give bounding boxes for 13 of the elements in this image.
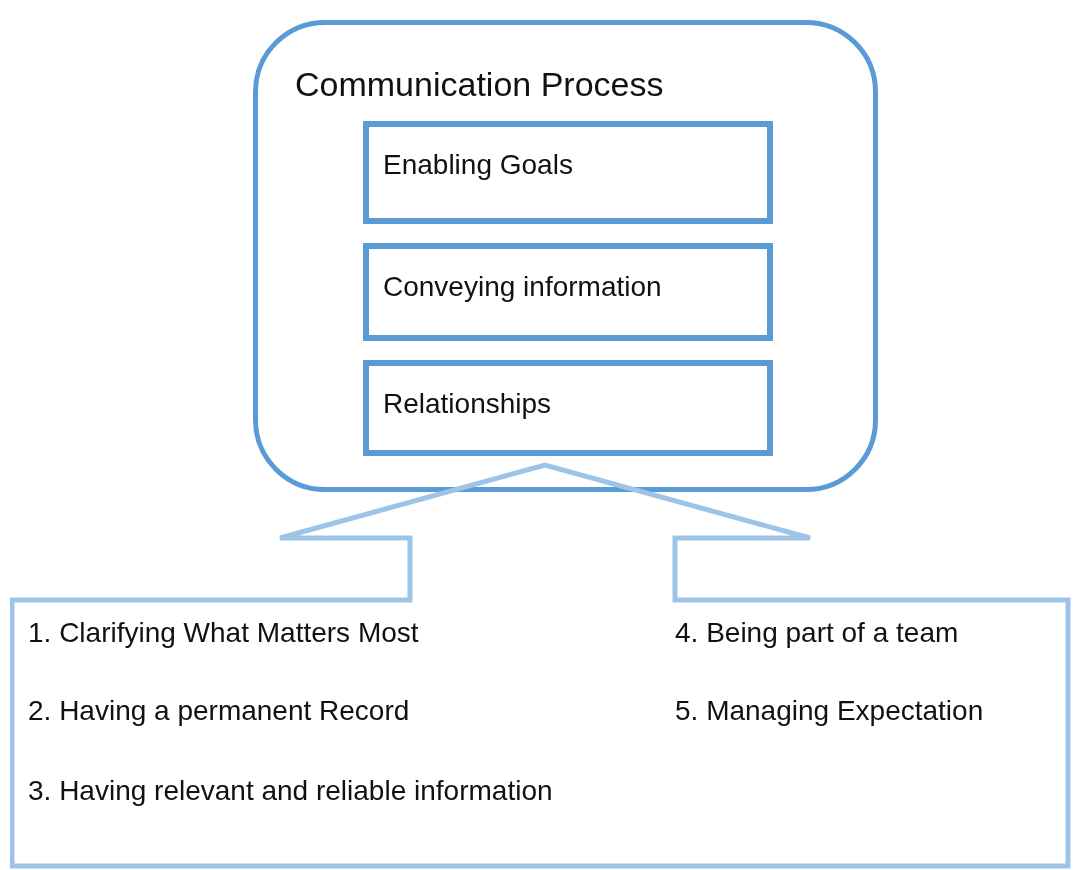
container-title: Communication Process (295, 65, 664, 104)
list-item: 5. Managing Expectation (675, 695, 984, 727)
box-label: Relationships (383, 388, 552, 420)
list-item: 3. Having relevant and reliable information (28, 775, 553, 807)
box-label: Conveying information (383, 271, 662, 303)
list-item: 4. Being part of a team (675, 617, 959, 649)
list-item: 1. Clarifying What Matters Most (28, 617, 419, 649)
box-label: Enabling Goals (383, 149, 573, 181)
rounded-container (253, 20, 878, 492)
list-item: 2. Having a permanent Record (28, 695, 410, 727)
item-box (363, 360, 773, 456)
item-box (363, 243, 773, 341)
item-box (363, 121, 773, 224)
